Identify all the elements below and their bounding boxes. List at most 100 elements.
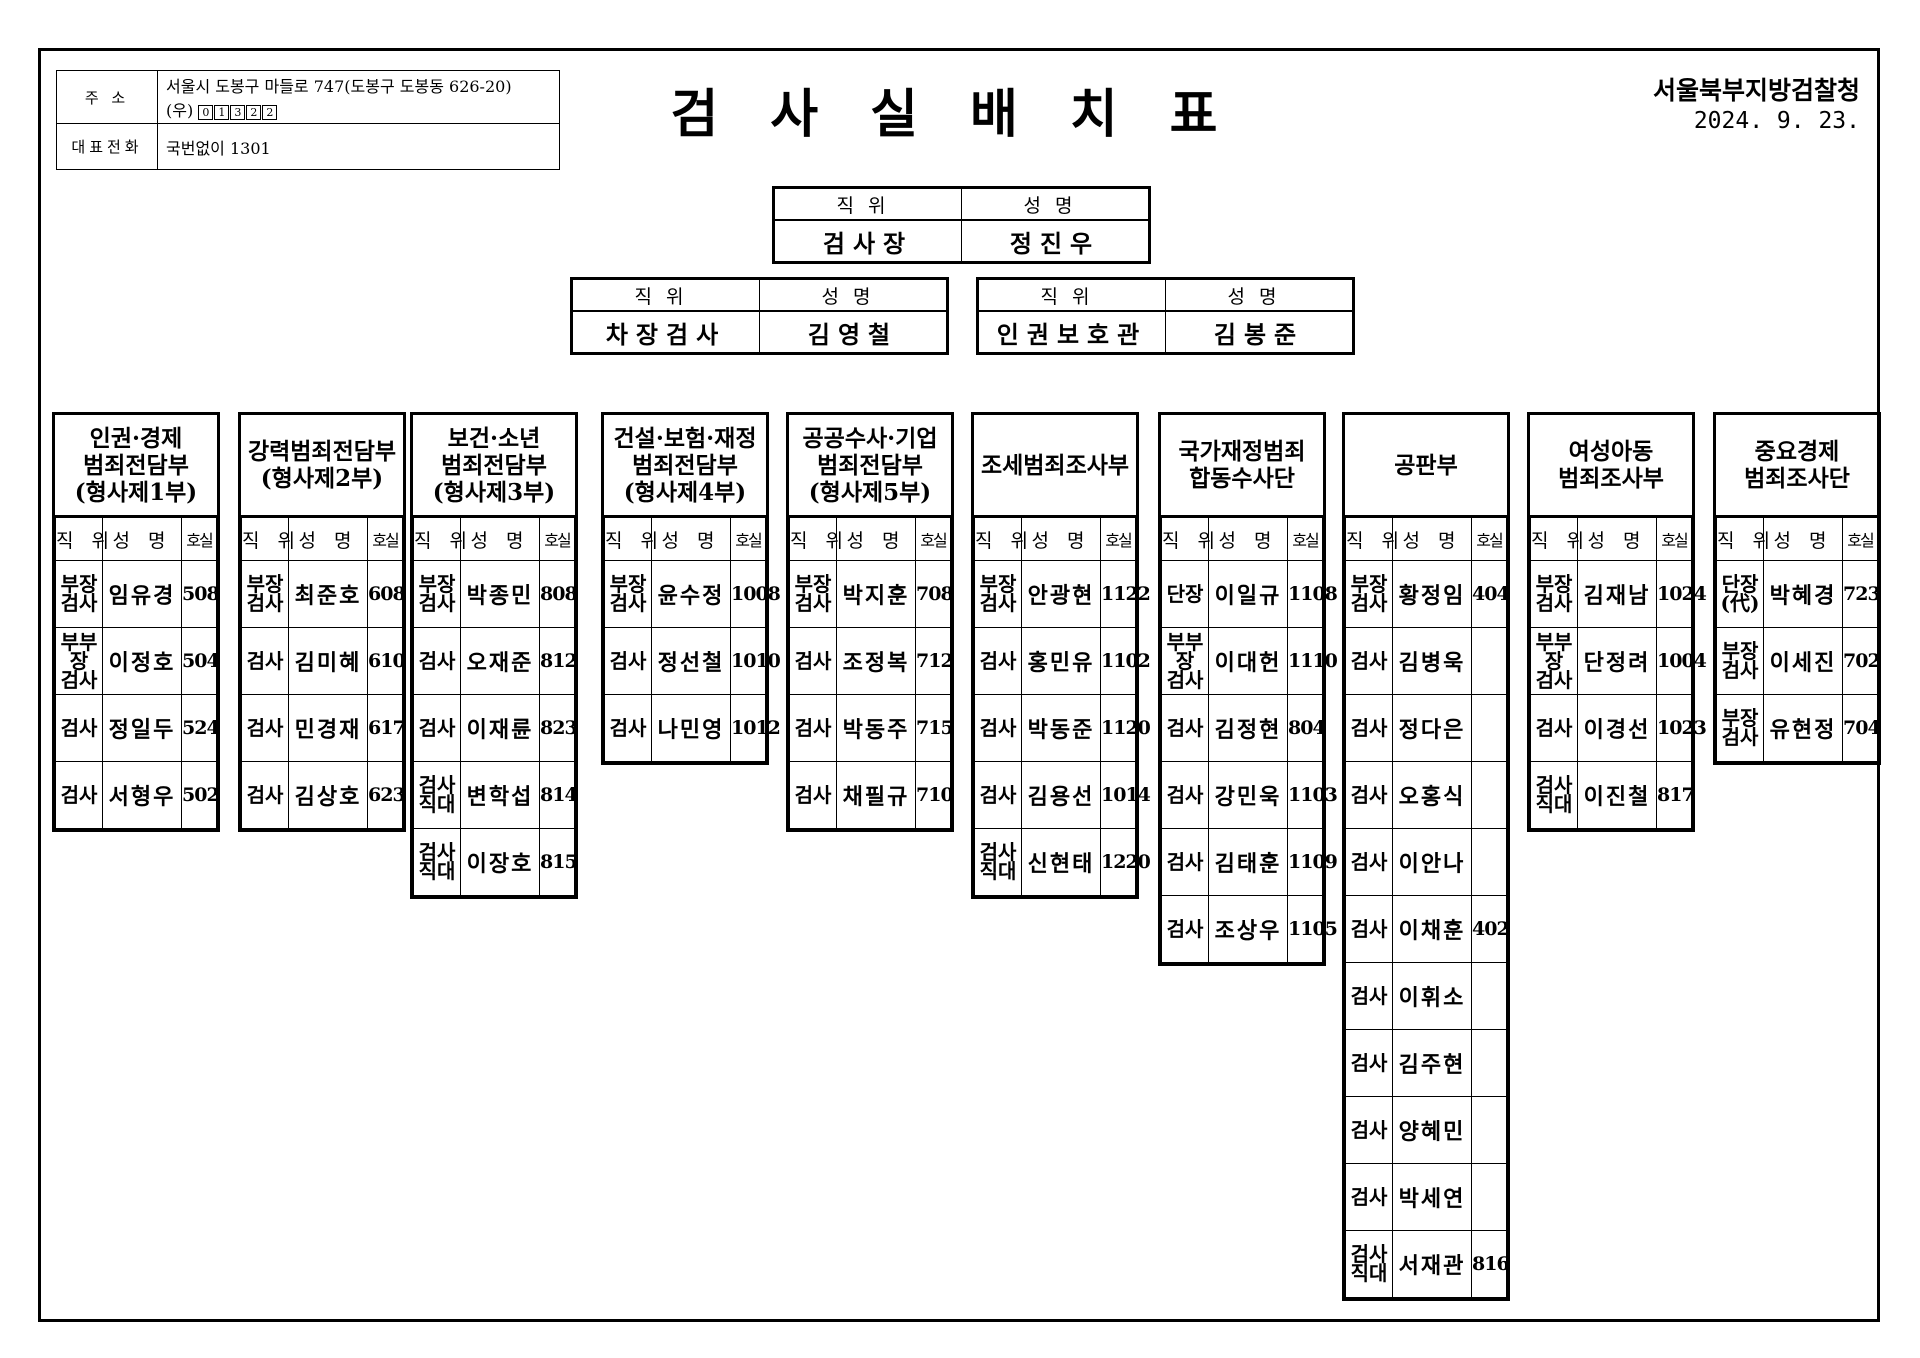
row-position: 검사 xyxy=(1345,761,1393,829)
row-room: 708 xyxy=(915,560,954,628)
row-room: 524 xyxy=(181,694,220,762)
row-position: 부장 검사 xyxy=(241,560,289,628)
row-name: 양혜민 xyxy=(1392,1096,1472,1164)
row-room: 1024 xyxy=(1656,560,1707,628)
office-name: 서울북부지방검찰청 xyxy=(1652,76,1860,105)
department-title: 조세범죄조사부 xyxy=(974,415,1136,517)
row-name: 이진철 xyxy=(1577,761,1657,829)
row-room: 704 xyxy=(1842,694,1881,762)
column-position: 직 위 xyxy=(241,517,295,561)
row-room: 1102 xyxy=(1100,627,1151,695)
row-name: 이안나 xyxy=(1392,828,1472,896)
row-name: 안광현 xyxy=(1021,560,1101,628)
row-position: 검사 xyxy=(789,627,837,695)
department-title: 강력범죄전담부 (형사제2부) xyxy=(241,415,403,517)
row-room xyxy=(1471,828,1507,896)
column-position: 직 위 xyxy=(413,517,467,561)
row-name: 이휘소 xyxy=(1392,962,1472,1030)
row-position: 검사 xyxy=(789,761,837,829)
column-position: 직 위 xyxy=(1716,517,1770,561)
row-name: 나민영 xyxy=(651,694,731,762)
row-position: 단장 (代) xyxy=(1716,560,1764,628)
row-position: 검사 xyxy=(1530,694,1578,762)
row-name: 이장호 xyxy=(460,828,540,896)
column-name: 성 명 xyxy=(651,517,731,561)
row-name: 이채훈 xyxy=(1392,895,1472,963)
row-room: 1004 xyxy=(1656,627,1707,695)
row-name: 이재륜 xyxy=(460,694,540,762)
column-position: 직 위 xyxy=(1530,517,1584,561)
column-room: 호실 xyxy=(539,517,575,561)
row-position: 검사 xyxy=(241,694,289,762)
row-room: 1103 xyxy=(1287,761,1338,829)
row-name: 조상우 xyxy=(1208,895,1288,963)
row-position: 검사 xyxy=(1161,895,1209,963)
row-position: 검사 xyxy=(241,627,289,695)
row-room xyxy=(1471,962,1507,1030)
row-room: 502 xyxy=(181,761,220,829)
row-room: 1122 xyxy=(1100,560,1151,628)
row-name: 최준호 xyxy=(288,560,368,628)
column-name: 성 명 xyxy=(102,517,182,561)
deputy-position: 차장검사 xyxy=(571,310,760,354)
row-position: 부부장 검사 xyxy=(55,627,103,695)
row-name: 홍민유 xyxy=(1021,627,1101,695)
row-room: 1008 xyxy=(730,560,781,628)
row-name: 채필규 xyxy=(836,761,916,829)
row-name: 김정현 xyxy=(1208,694,1288,762)
department-title: 국가재정범죄 합동수사단 xyxy=(1161,415,1323,517)
row-room: 1023 xyxy=(1656,694,1707,762)
row-room: 812 xyxy=(539,627,578,695)
row-position: 검사 xyxy=(604,694,652,762)
column-name: 성 명 xyxy=(460,517,540,561)
row-name: 박세연 xyxy=(1392,1163,1472,1231)
row-room xyxy=(1471,627,1507,695)
row-position: 부부장 검사 xyxy=(1161,627,1209,695)
row-room: 814 xyxy=(539,761,578,829)
row-room: 1012 xyxy=(730,694,781,762)
row-name: 유현정 xyxy=(1763,694,1843,762)
row-name: 정일두 xyxy=(102,694,182,762)
row-position: 부장 검사 xyxy=(413,560,461,628)
row-position: 검사 xyxy=(974,761,1022,829)
column-room: 호실 xyxy=(915,517,951,561)
row-position: 검사 xyxy=(1161,761,1209,829)
column-position: 직 위 xyxy=(604,517,658,561)
column-name: 성 명 xyxy=(1392,517,1472,561)
row-room xyxy=(1471,1029,1507,1097)
postal-digit: 3 xyxy=(230,105,246,120)
row-name: 박지훈 xyxy=(836,560,916,628)
row-room: 404 xyxy=(1471,560,1510,628)
row-room: 623 xyxy=(367,761,406,829)
column-name: 성 명 xyxy=(1021,517,1101,561)
row-name: 이정호 xyxy=(102,627,182,695)
rights-name: 김봉준 xyxy=(1165,310,1354,354)
postal-digit: 2 xyxy=(246,105,262,120)
column-name: 성 명 xyxy=(1577,517,1657,561)
row-position: 부장 검사 xyxy=(974,560,1022,628)
department-title: 여성아동 범죄조사부 xyxy=(1530,415,1692,517)
